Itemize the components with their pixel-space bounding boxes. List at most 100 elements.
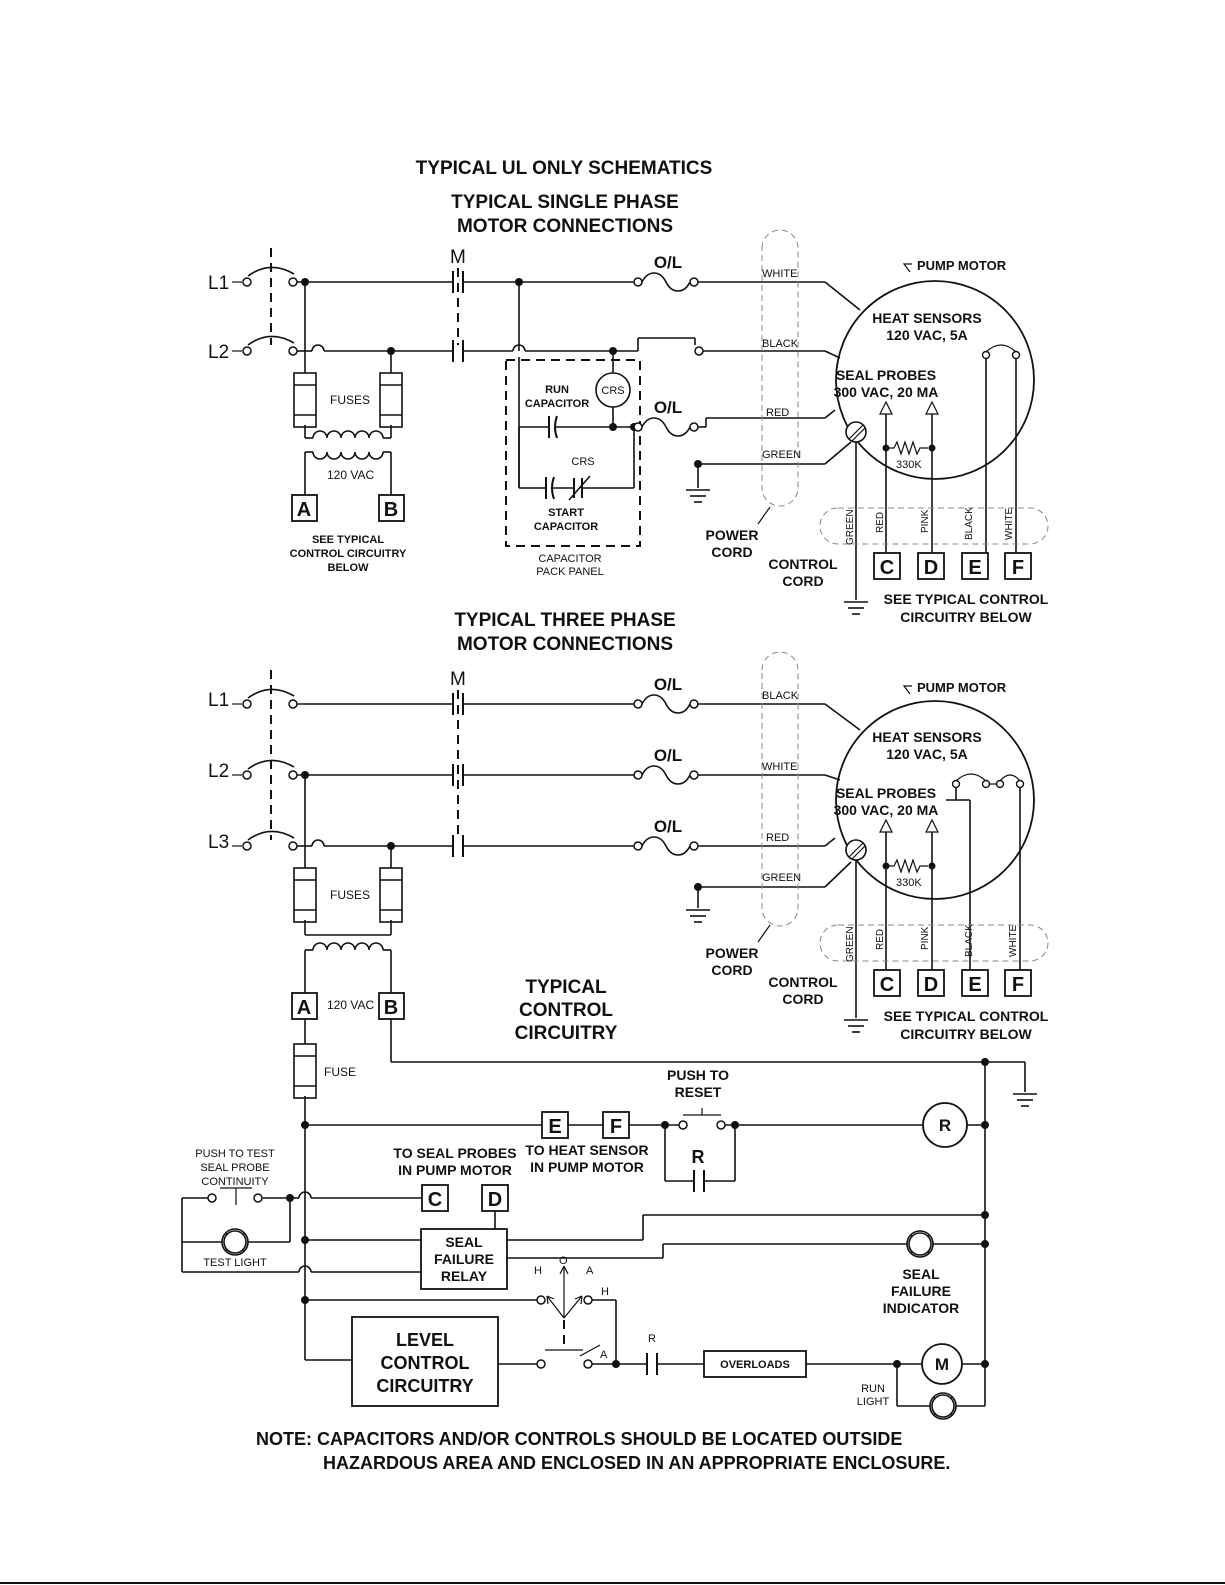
terminal-c-3	[873, 969, 901, 997]
single-phase-title-1: TYPICAL SINGLE PHASE	[451, 192, 679, 213]
seal-probes-1a: SEAL PROBES	[836, 367, 936, 383]
run-capacitor-label-2: CAPACITOR	[525, 398, 589, 410]
start-capacitor-label-1: START	[548, 507, 584, 519]
overloads-label: OVERLOADS	[720, 1359, 790, 1371]
terminal-e-1-label: E	[968, 557, 981, 579]
level-label-2: CONTROL	[381, 1353, 470, 1373]
ol-label-3c: O/L	[654, 817, 682, 836]
ctrl-wire-pink-3: PINK	[920, 926, 931, 950]
to-seal-probes-1: TO SEAL PROBES	[393, 1145, 516, 1161]
terminal-a-ctrl	[291, 992, 318, 1020]
heat-sensors-3a: HEAT SENSORS	[872, 729, 981, 745]
terminal-e-ctrl-label: E	[548, 1116, 561, 1138]
run-light-2: LIGHT	[857, 1396, 890, 1408]
wire-black-3: BLACK	[762, 690, 799, 702]
terminal-f-3-label: F	[1012, 974, 1024, 996]
terminal-f-ctrl-label: F	[610, 1116, 622, 1138]
level-label-3: CIRCUITRY	[376, 1376, 473, 1396]
power-cord-label-3b: CORD	[711, 962, 752, 978]
terminal-f-3	[1004, 969, 1032, 997]
ctrl-wire-white-1: WHITE	[1004, 507, 1015, 540]
seal-probes-3a: SEAL PROBES	[836, 785, 936, 801]
ctrl-wire-black-1: BLACK	[964, 507, 975, 540]
wire-green-3: GREEN	[762, 872, 801, 884]
terminal-a-top-label: A	[297, 499, 311, 521]
control-cord-label-1a: CONTROL	[768, 556, 838, 572]
three-phase-section: L1 L2 L3 M O/L	[208, 651, 1049, 1042]
contactor-label-m-3: M	[450, 669, 466, 690]
ctrl-wire-green-3: GREEN	[845, 926, 856, 962]
seal-failure-relay	[420, 1228, 508, 1290]
sfr-label-1: SEAL	[445, 1234, 483, 1250]
hoa-a-label-1: A	[586, 1265, 594, 1277]
vac120-label-1: 120 VAC	[327, 468, 374, 482]
ctrl-wire-black-3: BLACK	[964, 924, 975, 957]
terminal-c-ctrl-label: C	[428, 1189, 442, 1211]
terminal-d-3-label: D	[924, 974, 938, 996]
single-phase-title-2: MOTOR CONNECTIONS	[457, 216, 673, 237]
ctrl-wire-pink-1: PINK	[920, 509, 931, 533]
terminal-c-1-label: C	[880, 557, 894, 579]
control-cord-label-3b: CORD	[782, 991, 823, 1007]
sfi-label-2: FAILURE	[891, 1283, 951, 1299]
wire-red-1: RED	[766, 407, 789, 419]
control-cord-label-1b: CORD	[782, 573, 823, 589]
sfr-label-3: RELAY	[441, 1268, 488, 1284]
control-circuitry-section: TYPICAL CONTROL CIRCUITRY A B 120 VAC FU…	[181, 977, 1038, 1420]
see-below-1b: CIRCUITRY BELOW	[900, 609, 1032, 625]
note-line-1: NOTE: CAPACITORS AND/OR CONTROLS SHOULD …	[256, 1429, 902, 1449]
wire-white-1: WHITE	[762, 268, 797, 280]
ctrl-wire-white-3: WHITE	[1008, 924, 1019, 957]
vac120-label-ctrl: 120 VAC	[327, 998, 374, 1012]
capacitor-pack-panel	[505, 359, 641, 547]
hoa-h-label-2: H	[601, 1286, 609, 1298]
see-below-3a: SEE TYPICAL CONTROL	[884, 1008, 1049, 1024]
test-light-label: TEST LIGHT	[203, 1257, 267, 1269]
terminal-d-1-label: D	[924, 557, 938, 579]
three-phase-title-2: MOTOR CONNECTIONS	[457, 634, 673, 655]
terminal-d-ctrl-label: D	[488, 1189, 502, 1211]
crs-coil-label: CRS	[601, 385, 624, 397]
terminal-c-3-label: C	[880, 974, 894, 996]
line-label-3-l3: L3	[208, 832, 229, 853]
heat-sensors-3b: 120 VAC, 5A	[886, 746, 967, 762]
to-heat-sensor-2: IN PUMP MOTOR	[530, 1159, 644, 1175]
fuses-label-1: FUSES	[330, 393, 370, 407]
push-reset-1: PUSH TO	[667, 1067, 729, 1083]
control-title-2: CONTROL	[519, 1000, 613, 1021]
note-line-2: HAZARDOUS AREA AND ENCLOSED IN AN APPROP…	[323, 1453, 950, 1473]
r330k-label-3: 330K	[896, 877, 922, 889]
terminal-b-top-label: B	[384, 499, 398, 521]
push-reset-2: RESET	[675, 1084, 722, 1100]
push-test-1: PUSH TO TEST	[195, 1148, 275, 1160]
run-light-1: RUN	[861, 1383, 885, 1395]
hoa-h-label-1: H	[534, 1265, 542, 1277]
ol-label-1a: O/L	[654, 253, 682, 272]
see-below-3b: CIRCUITRY BELOW	[900, 1026, 1032, 1042]
see-control-1: SEE TYPICAL	[312, 534, 384, 546]
terminal-b-ctrl-label: B	[384, 997, 398, 1019]
ctrl-wire-red-3: RED	[875, 929, 886, 950]
terminal-f-1-label: F	[1012, 557, 1024, 579]
capacitor-pack-label-1: CAPACITOR	[538, 553, 601, 565]
ctrl-wire-green-1: GREEN	[845, 509, 856, 545]
ol-label-3b: O/L	[654, 746, 682, 765]
contactor-label-m-1: M	[450, 247, 466, 268]
terminal-c-1	[873, 552, 901, 580]
wire-black-1: BLACK	[762, 338, 799, 350]
level-label-1: LEVEL	[396, 1330, 454, 1350]
terminal-e-1	[961, 552, 989, 580]
pump-motor-label-1: PUMP MOTOR	[917, 258, 1007, 273]
wire-white-3: WHITE	[762, 761, 797, 773]
control-title-1: TYPICAL	[525, 977, 607, 998]
see-control-3: BELOW	[328, 562, 370, 574]
overloads-box	[703, 1350, 807, 1378]
capacitor-pack-label-2: PACK PANEL	[536, 566, 603, 578]
power-cord-band-3	[761, 651, 799, 927]
to-heat-sensor-1: TO HEAT SENSOR	[525, 1142, 648, 1158]
terminal-d-ctrl	[481, 1184, 509, 1212]
power-cord-label-3a: POWER	[706, 945, 759, 961]
control-cord-label-3a: CONTROL	[768, 974, 838, 990]
crs-contact-label: CRS	[571, 456, 594, 468]
